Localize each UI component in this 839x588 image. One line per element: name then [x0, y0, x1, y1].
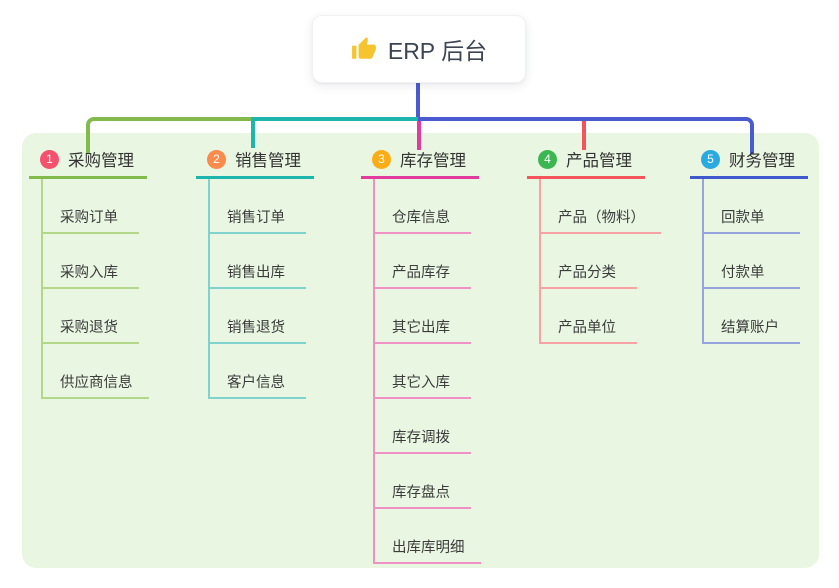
branch-product: 4 产品管理产品（物料） 产品分类产品单位 [527, 147, 661, 344]
branch-title: 产品管理 [566, 152, 632, 170]
child-node[interactable]: 回款单 [704, 179, 800, 234]
child-node-label: 回款单 [721, 210, 765, 226]
branch-label-finance[interactable]: 5 财务管理 [690, 147, 808, 179]
branch-children-inventory: 仓库信息产品库存其它出库其它入库库存调拨库存盘点出库库明细 [373, 179, 481, 564]
child-node-label: 销售出库 [227, 265, 285, 281]
child-node-label: 采购退货 [60, 320, 118, 336]
root-node[interactable]: ERP 后台 [312, 15, 526, 83]
child-node[interactable]: 出库库明细 [375, 509, 481, 564]
branch-number-badge: 5 [701, 149, 720, 169]
branch-purchase: 1 采购管理采购订单采购入库采购退货供应商信息 [29, 147, 149, 399]
child-node[interactable]: 库存调拨 [375, 399, 471, 454]
child-node-label: 产品库存 [392, 265, 450, 281]
child-node-label: 出库库明细 [392, 540, 465, 556]
child-node-label: 产品（物料） [558, 210, 645, 226]
branch-label-inventory[interactable]: 3 库存管理 [361, 147, 479, 179]
child-node-label: 客户信息 [227, 375, 285, 391]
branch-title: 采购管理 [68, 152, 134, 170]
child-node[interactable]: 产品（物料） [541, 179, 661, 234]
connector-drop-sales [251, 117, 255, 148]
child-node-label: 其它出库 [392, 320, 450, 336]
branch-finance: 5 财务管理回款单付款单结算账户 [690, 147, 808, 344]
branch-number-badge: 3 [372, 149, 391, 169]
branch-number-badge: 2 [207, 149, 226, 169]
branch-children-sales: 销售订单销售出库销售退货客户信息 [208, 179, 314, 399]
connector-rail-right [418, 117, 754, 154]
child-node-label: 付款单 [721, 265, 765, 281]
branch-children-purchase: 采购订单采购入库采购退货供应商信息 [41, 179, 149, 399]
root-title: ERP 后台 [387, 38, 488, 64]
branch-children-product: 产品（物料） 产品分类产品单位 [539, 179, 661, 344]
branch-title: 财务管理 [729, 152, 795, 170]
child-node-label: 仓库信息 [392, 210, 450, 226]
child-node-label: 其它入库 [392, 375, 450, 391]
child-node-label: 销售退货 [227, 320, 285, 336]
child-node[interactable]: 结算账户 [704, 289, 800, 344]
branch-title: 库存管理 [400, 152, 466, 170]
branch-number-badge: 4 [538, 149, 557, 169]
child-node[interactable]: 其它入库 [375, 344, 471, 399]
child-node-label: 产品单位 [558, 320, 616, 336]
connector-drop-product [582, 121, 586, 150]
child-node[interactable]: 付款单 [704, 234, 800, 289]
branch-title: 销售管理 [235, 152, 301, 170]
child-node[interactable]: 采购入库 [43, 234, 139, 289]
branch-children-finance: 回款单付款单结算账户 [702, 179, 808, 344]
thumbs-up-icon [351, 36, 377, 62]
child-node[interactable]: 采购退货 [43, 289, 139, 344]
branch-inventory: 3 库存管理仓库信息产品库存其它出库其它入库库存调拨库存盘点出库库明细 [361, 147, 481, 564]
connector-drop-inventory [417, 121, 421, 150]
branch-number-badge: 1 [40, 149, 59, 169]
branch-label-purchase[interactable]: 1 采购管理 [29, 147, 147, 179]
branch-label-sales[interactable]: 2 销售管理 [196, 147, 314, 179]
child-node-label: 销售订单 [227, 210, 285, 226]
branch-sales: 2 销售管理销售订单销售出库销售退货客户信息 [196, 147, 314, 399]
child-node-label: 库存调拨 [392, 430, 450, 446]
child-node[interactable]: 销售退货 [210, 289, 306, 344]
child-node-label: 供应商信息 [60, 375, 133, 391]
root-stem-connector [416, 81, 420, 117]
child-node-label: 结算账户 [721, 320, 779, 336]
child-node[interactable]: 其它出库 [375, 289, 471, 344]
connector-rail-left [86, 117, 259, 154]
child-node-label: 库存盘点 [392, 485, 450, 501]
child-node[interactable]: 仓库信息 [375, 179, 471, 234]
child-node[interactable]: 产品库存 [375, 234, 471, 289]
child-node[interactable]: 供应商信息 [43, 344, 149, 399]
child-node[interactable]: 产品分类 [541, 234, 637, 289]
child-node[interactable]: 产品单位 [541, 289, 637, 344]
child-node[interactable]: 客户信息 [210, 344, 306, 399]
child-node[interactable]: 库存盘点 [375, 454, 471, 509]
branch-label-product[interactable]: 4 产品管理 [527, 147, 645, 179]
child-node[interactable]: 销售订单 [210, 179, 306, 234]
child-node-label: 采购订单 [60, 210, 118, 226]
branches-panel [22, 133, 819, 568]
child-node[interactable]: 采购订单 [43, 179, 139, 234]
child-node[interactable]: 销售出库 [210, 234, 306, 289]
connector-rail-center [253, 117, 418, 121]
child-node-label: 采购入库 [60, 265, 118, 281]
child-node-label: 产品分类 [558, 265, 616, 281]
